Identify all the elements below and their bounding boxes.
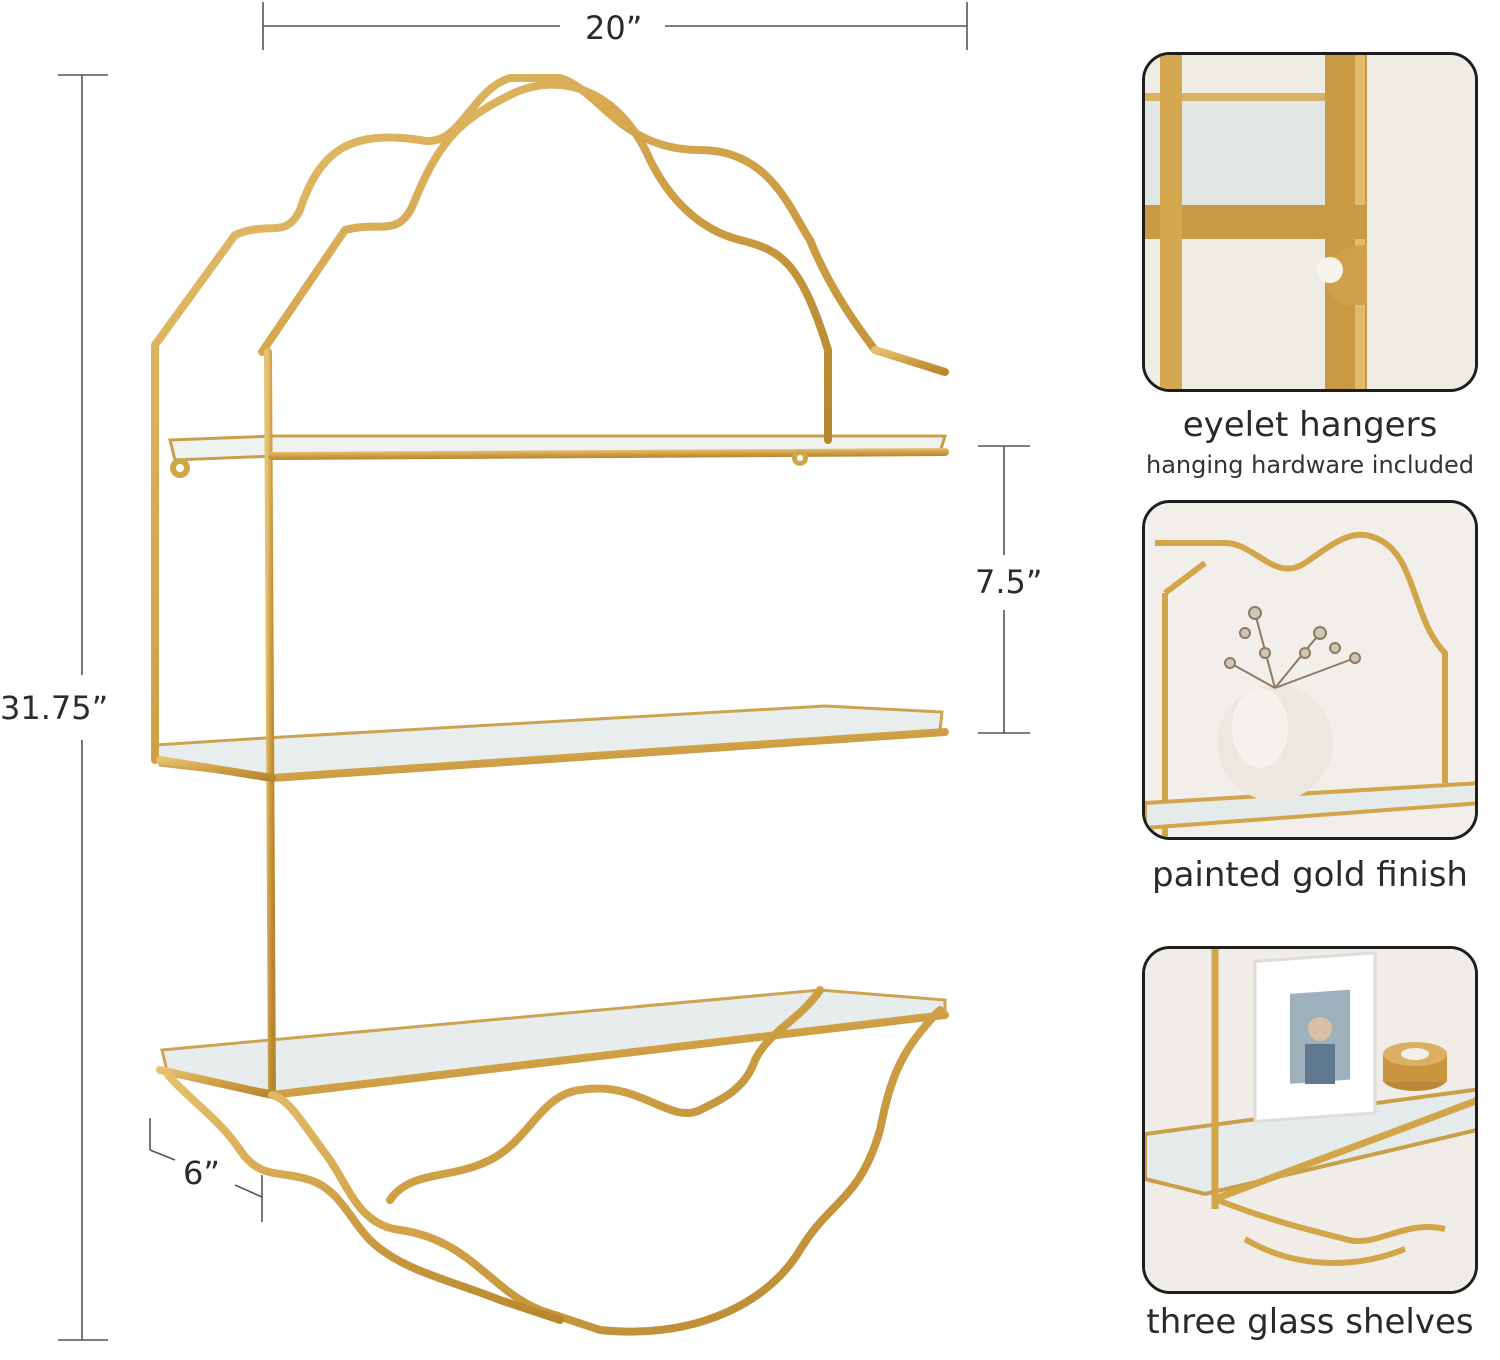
width-dimension-label: 20” — [585, 9, 643, 47]
feature-title-glass-shelves: three glass shelves — [1146, 1302, 1474, 1342]
glass-shelves-image — [1145, 949, 1475, 1291]
shelf-spacing-dimension-label: 7.5” — [975, 563, 1043, 601]
gold-finish-image — [1145, 503, 1475, 837]
dimension-lines — [58, 2, 1030, 1341]
eyelet-hangers-photo — [1142, 52, 1478, 392]
height-dimension-label: 31.75” — [0, 689, 109, 727]
eyelet-hangers-illustration — [170, 450, 808, 478]
depth-dimension-label: 6” — [183, 1154, 220, 1192]
feature-title-eyelet: eyelet hangers — [1182, 405, 1438, 445]
eyelet-closeup-image — [1145, 55, 1475, 389]
glass-shelves-photo — [1142, 946, 1478, 1294]
gold-finish-photo — [1142, 500, 1478, 840]
feature-subtitle-eyelet: hanging hardware included — [1146, 451, 1474, 479]
feature-title-gold-finish: painted gold finish — [1152, 855, 1468, 895]
gold-frame — [151, 74, 949, 1336]
